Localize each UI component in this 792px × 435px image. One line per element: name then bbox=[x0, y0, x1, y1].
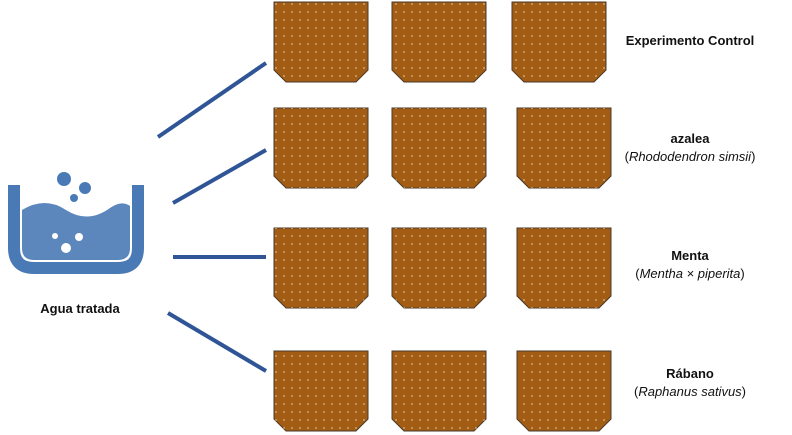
connector-line-azalea bbox=[172, 148, 267, 205]
soil-dots bbox=[392, 108, 486, 188]
soil-dots bbox=[274, 351, 368, 431]
soil-dots bbox=[274, 108, 368, 188]
row-scientific-name: (Mentha × piperita) bbox=[635, 266, 745, 281]
connector-line-control bbox=[156, 61, 268, 139]
soil-dots bbox=[392, 2, 486, 82]
soil-dots bbox=[392, 228, 486, 308]
row-name: azalea bbox=[670, 131, 710, 146]
soil-dots bbox=[517, 351, 611, 431]
soil-dots bbox=[517, 108, 611, 188]
row-name: Experimento Control bbox=[625, 33, 755, 48]
row-label-menta: Menta (Mentha × piperita) bbox=[600, 247, 780, 283]
soil-dots bbox=[274, 228, 368, 308]
connector-lines bbox=[156, 61, 268, 373]
row-scientific-name: (Raphanus sativus) bbox=[633, 384, 747, 399]
connector-line-rabano bbox=[166, 311, 268, 373]
row-name: Menta bbox=[671, 248, 709, 263]
soil-dots bbox=[274, 2, 368, 82]
soil-dots bbox=[517, 228, 611, 308]
pots-grid bbox=[273, 1, 612, 432]
row-label-rabano: Rábano (Raphanus sativus) bbox=[600, 365, 780, 401]
soil-dots bbox=[512, 2, 606, 82]
soil-dots bbox=[392, 351, 486, 431]
row-label-control: Experimento Control bbox=[600, 32, 780, 50]
row-label-azalea: azalea (Rhododendron simsii) bbox=[600, 130, 780, 166]
row-scientific-name: (Rhododendron simsii) bbox=[624, 149, 756, 164]
source-label: Agua tratada bbox=[40, 301, 120, 316]
water-beaker-icon bbox=[8, 172, 144, 274]
row-name: Rábano bbox=[666, 366, 714, 381]
